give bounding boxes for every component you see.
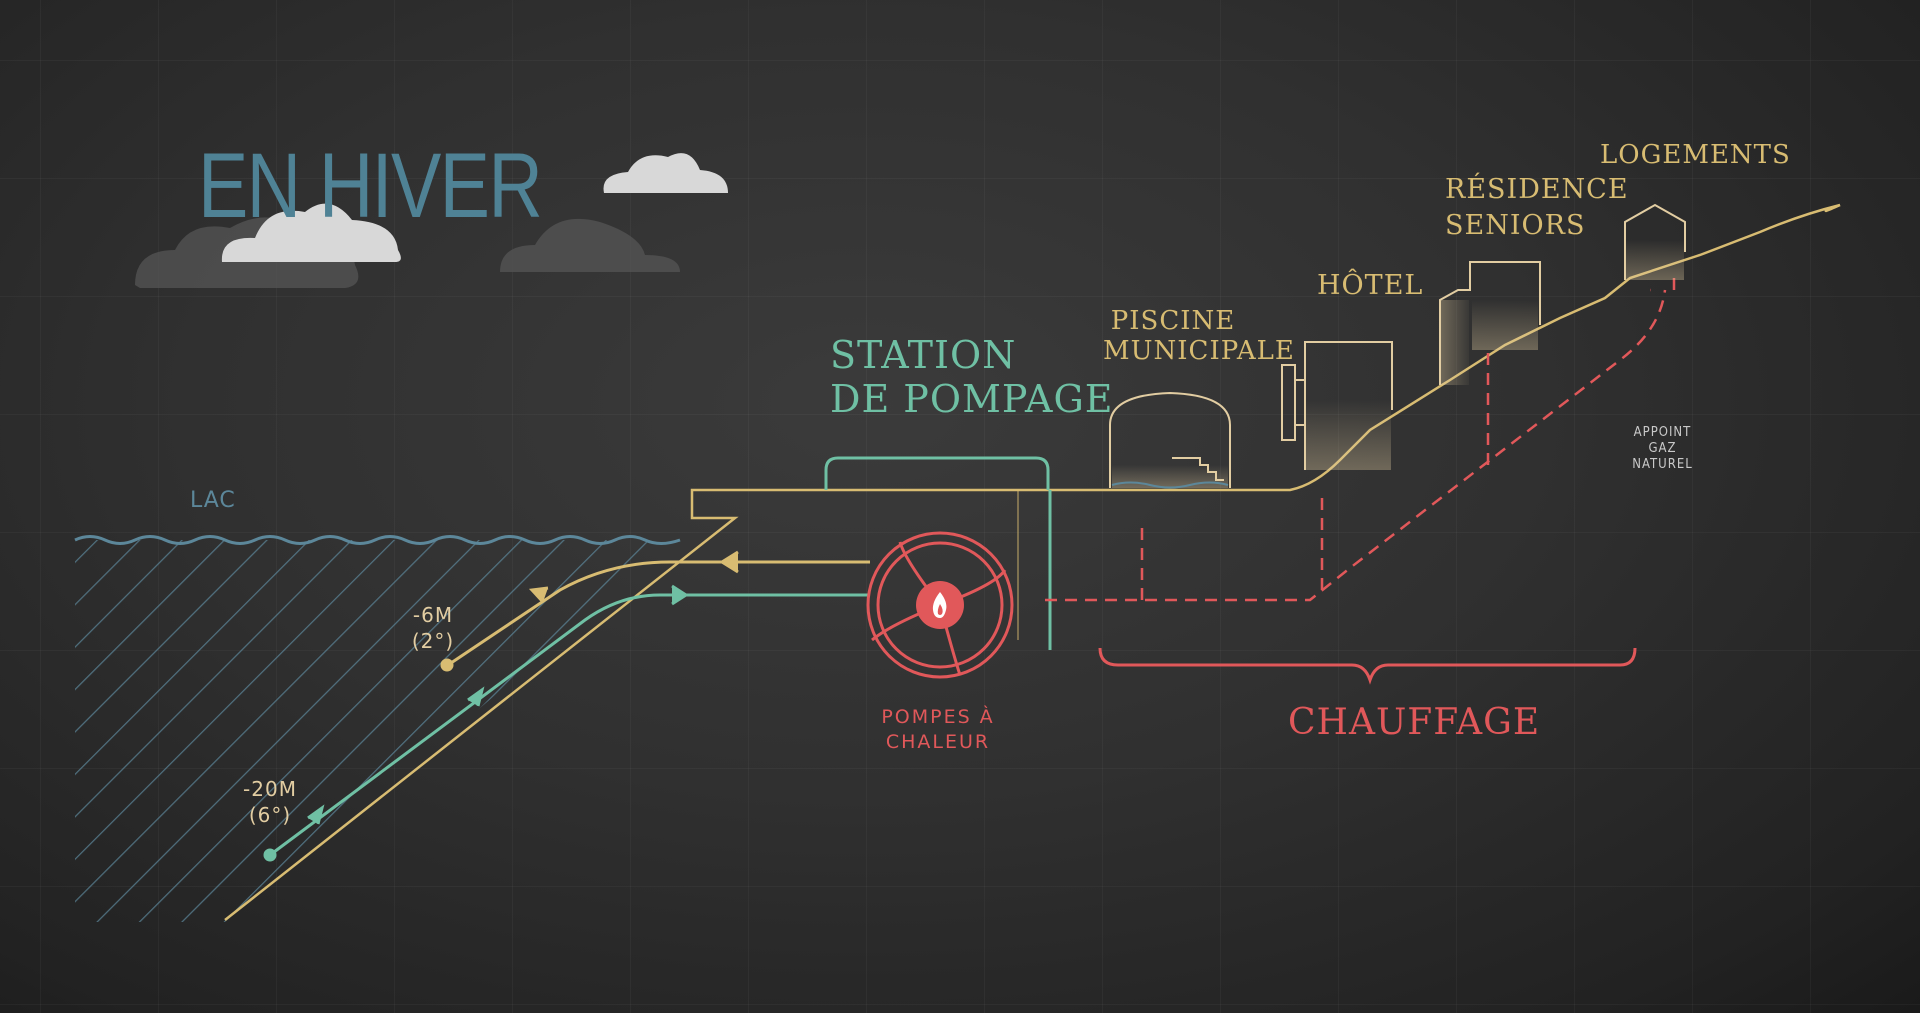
clouds: [135, 153, 728, 288]
gas-backup-line1: APPOINT: [1633, 425, 1692, 440]
swimming-pool: [1109, 391, 1231, 489]
hotel-label: HÔTEL: [1317, 270, 1424, 301]
pool-label-line1: PISCINE: [1110, 306, 1236, 336]
heating-bracket: [1098, 647, 1637, 685]
pool-label: PISCINE MUNICIPALE: [1103, 306, 1295, 366]
residence-label: RÉSIDENCE SENIORS: [1445, 172, 1629, 244]
lake-section: [74, 535, 681, 922]
flame-icon: [932, 592, 947, 618]
heat-pumps-line2: CHALEUR: [885, 731, 991, 753]
housing-building: [1624, 203, 1686, 280]
depth-6m-line2: (2°): [411, 629, 455, 653]
gas-backup-line2: GAZ: [1648, 441, 1677, 456]
pool-label-line2: MUNICIPALE: [1103, 336, 1295, 366]
page-title: EN HIVER: [198, 135, 543, 237]
supply-pipe: [440, 550, 870, 672]
heat-pumps-line1: POMPES À: [881, 706, 995, 728]
housing-label: LOGEMENTS: [1600, 140, 1791, 170]
heat-pumps-label: POMPES À CHALEUR: [868, 705, 1008, 755]
depth-6m-line1: -6M: [412, 603, 454, 627]
station-label-line2: DE POMPAGE: [830, 377, 1114, 421]
cloud-icon: [603, 153, 728, 193]
return-pipe: [263, 584, 870, 862]
gas-backup-line3: NATUREL: [1632, 457, 1693, 472]
station-label-line1: STATION: [830, 333, 1017, 377]
residence-label-line1: RÉSIDENCE: [1445, 174, 1629, 205]
gas-backup-label: APPOINT GAZ NATUREL: [1630, 425, 1695, 473]
heat-pump: [866, 531, 1014, 679]
station-label: STATION DE POMPAGE: [830, 333, 1114, 421]
depth-20m-line2: (6°): [248, 803, 292, 827]
depth-20m-line1: -20M: [243, 777, 297, 801]
heating-network: [1045, 278, 1676, 602]
residence-label-line2: SENIORS: [1445, 210, 1586, 241]
cloud-icon: [500, 218, 680, 272]
senior-residence: [1439, 261, 1541, 385]
pumping-station: [824, 456, 1052, 650]
depth-20m-label: -20M (6°): [232, 776, 308, 828]
cloud-icon: [221, 203, 401, 262]
depth-6m-label: -6M (2°): [400, 602, 466, 654]
lake-label: LAC: [190, 488, 236, 513]
heating-label: CHAUFFAGE: [1288, 702, 1541, 743]
hotel-building: [1281, 341, 1393, 470]
